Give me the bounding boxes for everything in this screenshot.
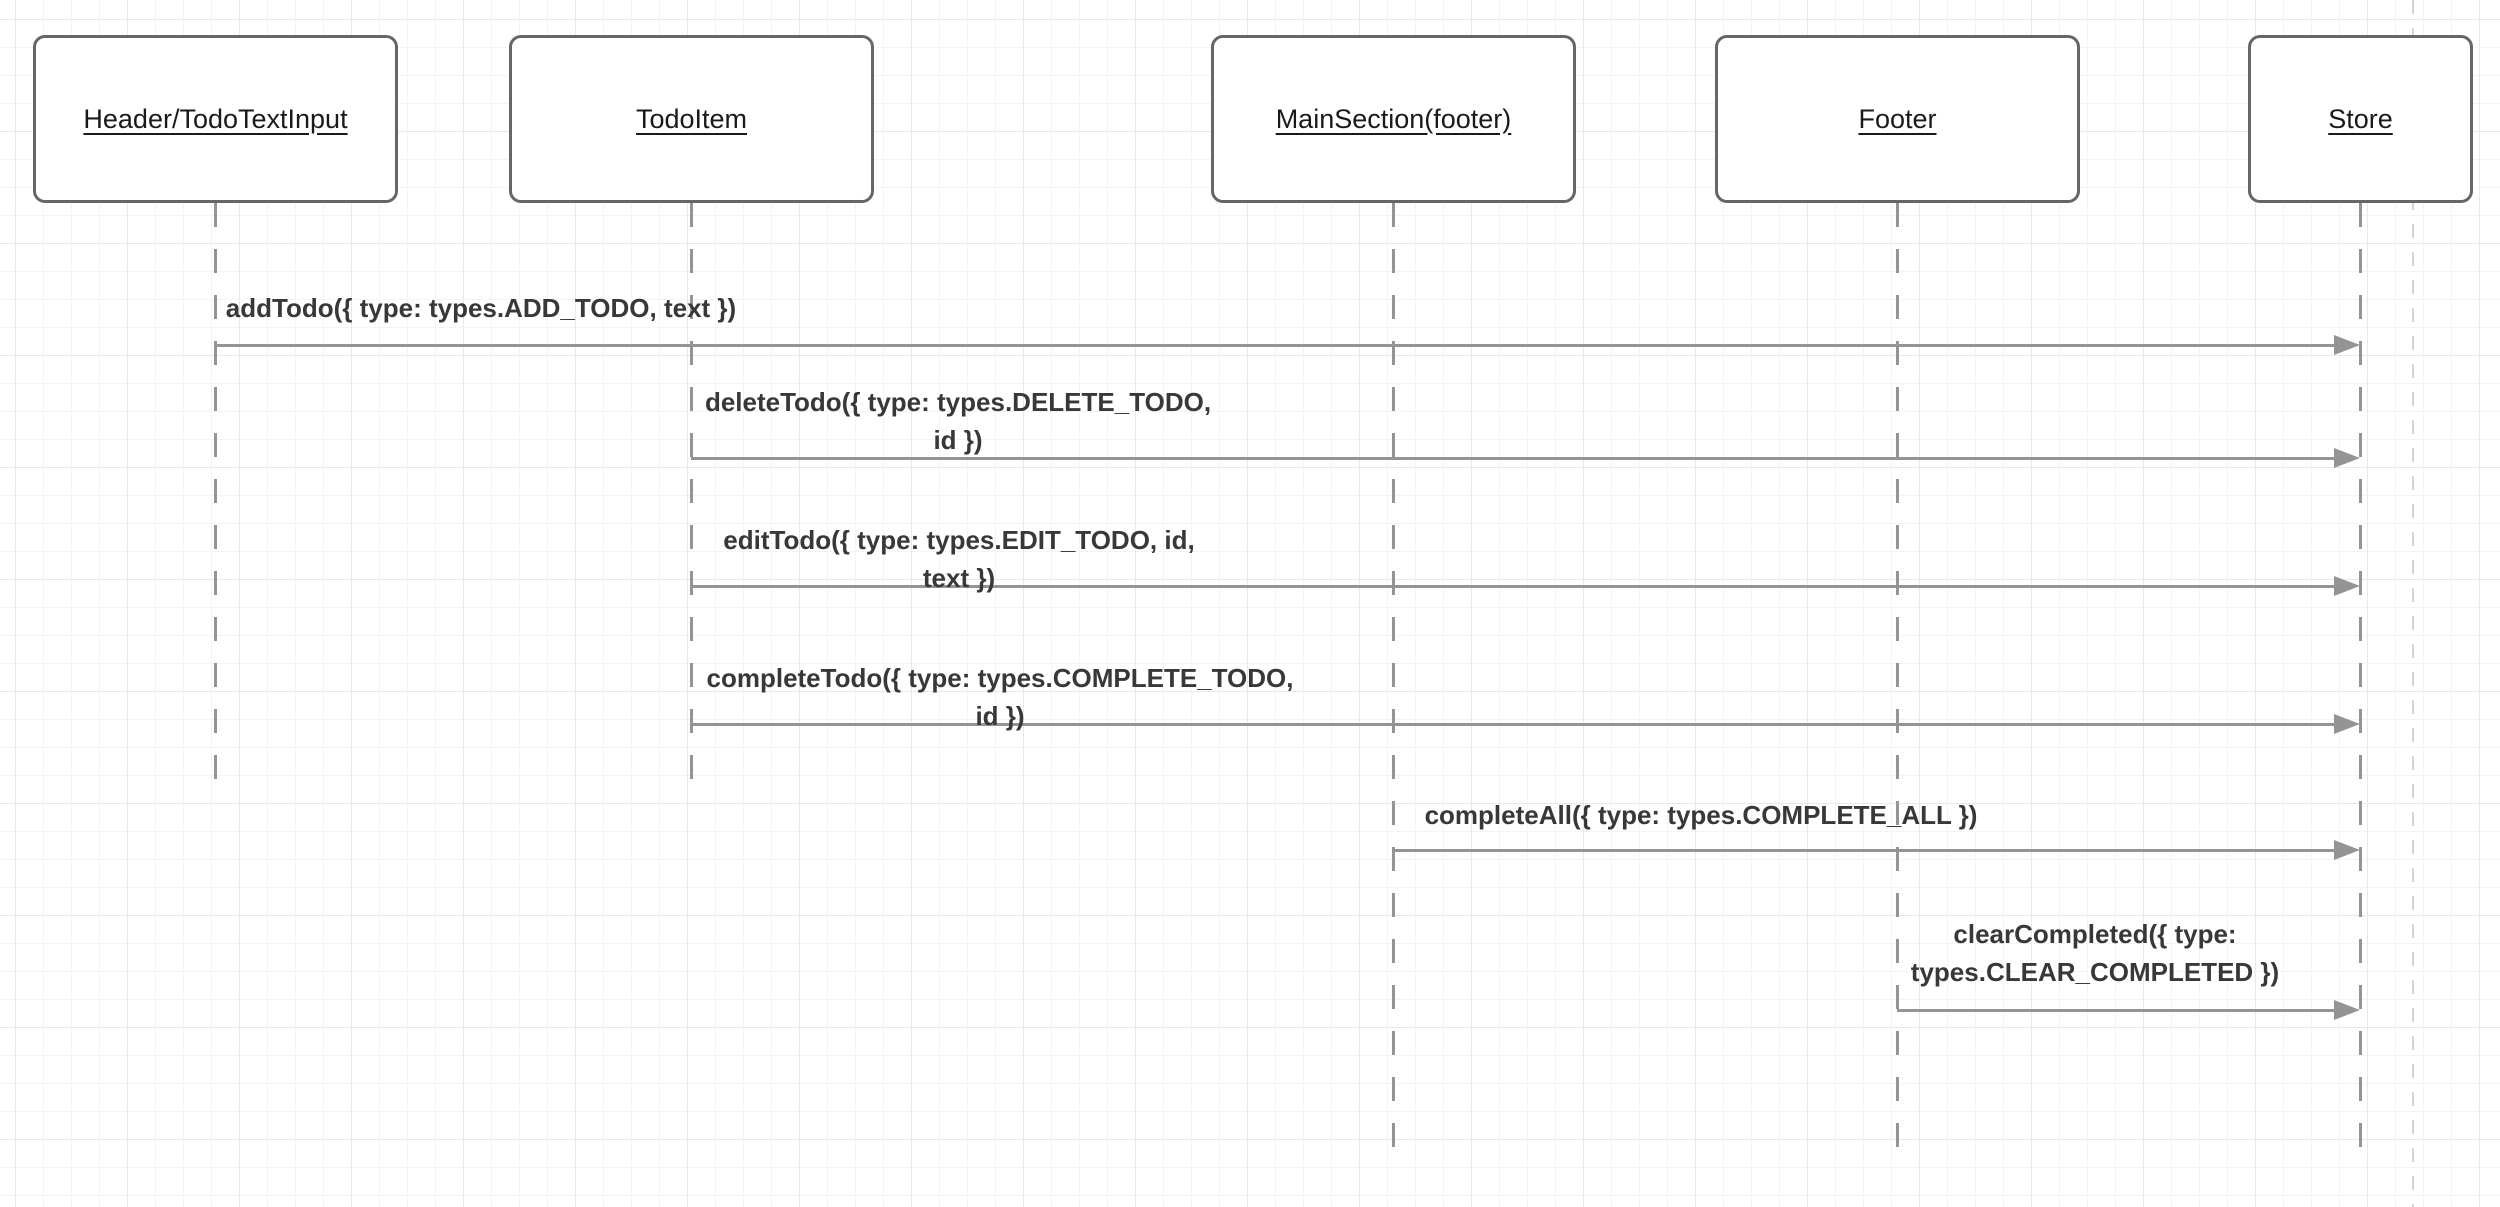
lifeline-mainsection-footer	[1392, 203, 1395, 1165]
lifeline-header-todotextinput	[214, 203, 217, 800]
arrowhead-icon	[2334, 840, 2360, 860]
actor-label: Footer	[1858, 103, 1937, 134]
message-label-addtodo[interactable]: addTodo({ type: types.ADD_TODO, text })	[225, 293, 737, 323]
page-break-line	[2412, 0, 2414, 1207]
message-arrow-clearcompleted[interactable]	[1897, 1009, 2338, 1012]
actor-box-footer[interactable]: Footer	[1715, 35, 2080, 203]
lifeline-todoitem	[690, 203, 693, 790]
message-label-completeall[interactable]: completeAll({ type: types.COMPLETE_ALL }…	[1424, 800, 1978, 830]
message-label-edittodo[interactable]: editTodo({ type: types.EDIT_TODO, id, te…	[723, 525, 1195, 593]
message-arrow-addtodo[interactable]	[215, 344, 2338, 347]
message-label-deletetodo[interactable]: deleteTodo({ type: types.DELETE_TODO, id…	[704, 387, 1212, 455]
actor-label: Header/TodoTextInput	[83, 103, 348, 134]
message-arrow-deletetodo[interactable]	[691, 457, 2338, 460]
arrowhead-icon	[2334, 714, 2360, 734]
message-label-completetodo[interactable]: completeTodo({ type: types.COMPLETE_TODO…	[706, 663, 1294, 731]
message-arrow-completetodo[interactable]	[691, 723, 2338, 726]
arrowhead-icon	[2334, 1000, 2360, 1020]
actor-box-store[interactable]: Store	[2248, 35, 2473, 203]
actor-box-header-todotextinput[interactable]: Header/TodoTextInput	[33, 35, 398, 203]
arrowhead-icon	[2334, 335, 2360, 355]
lifeline-footer	[1896, 203, 1899, 1165]
message-arrow-completeall[interactable]	[1393, 849, 2338, 852]
lifeline-store	[2359, 203, 2362, 1167]
arrowhead-icon	[2334, 448, 2360, 468]
actor-label: TodoItem	[635, 103, 748, 134]
message-arrow-edittodo[interactable]	[691, 585, 2338, 588]
actor-box-mainsection-footer[interactable]: MainSection(footer)	[1211, 35, 1576, 203]
actor-label: Store	[2328, 103, 2393, 134]
arrowhead-icon	[2334, 576, 2360, 596]
actor-label: MainSection(footer)	[1275, 103, 1512, 134]
actor-box-todoitem[interactable]: TodoItem	[509, 35, 874, 203]
message-label-clearcompleted[interactable]: clearCompleted({ type: types.CLEAR_COMPL…	[1910, 919, 2280, 987]
